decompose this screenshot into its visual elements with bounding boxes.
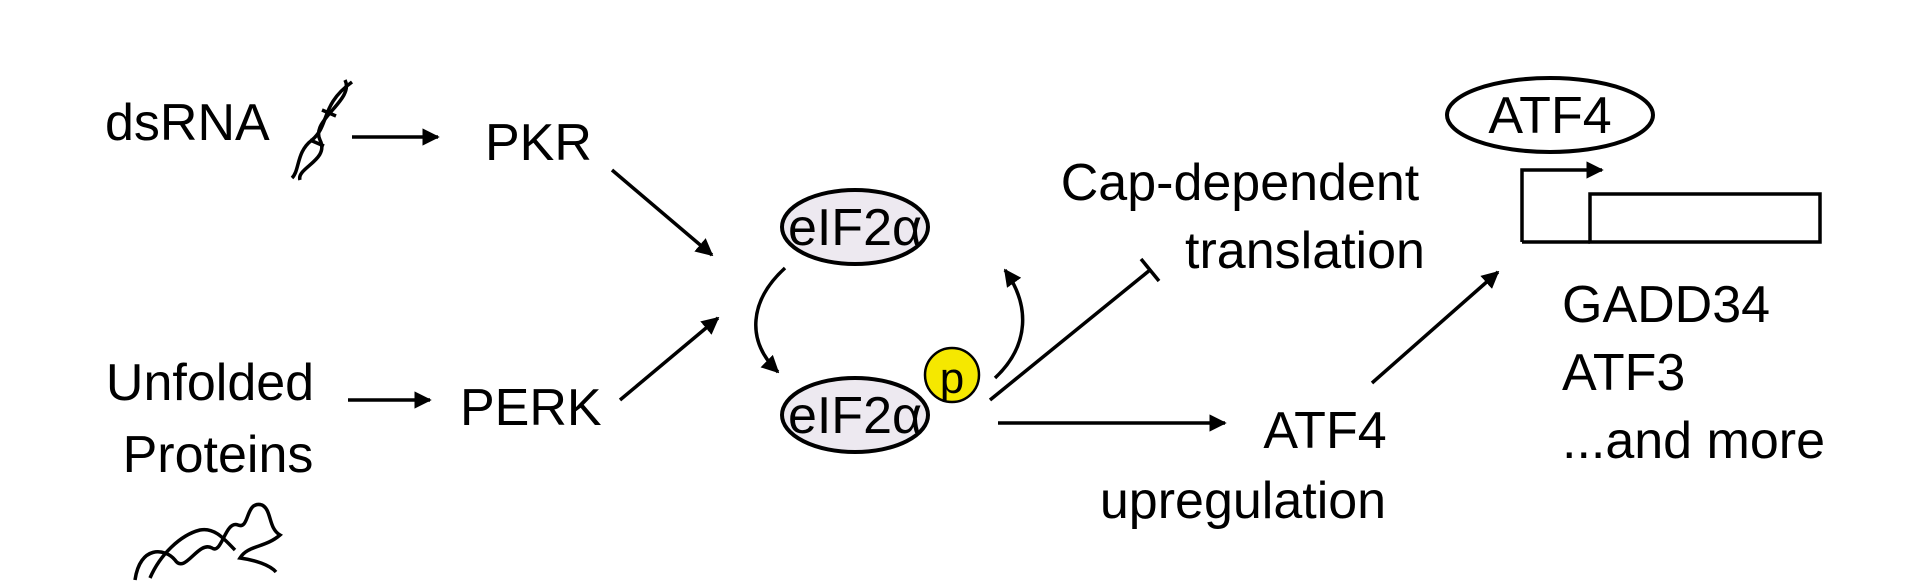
atf4-factor-label: ATF4 [1488, 87, 1611, 145]
eif2a-node: eIF2α [780, 188, 930, 266]
dephosphorylation-arrow [993, 268, 1025, 380]
inhibition-line [988, 257, 1161, 402]
pkr-label: PKR [485, 114, 592, 172]
perk-to-eif2a-arrow [618, 316, 720, 402]
unfolded-label-line1: Unfolded [106, 354, 314, 412]
target-gene-more: ...and more [1562, 412, 1825, 470]
phosphate-badge: p [923, 346, 981, 404]
pkr-to-eif2a-arrow [610, 168, 714, 257]
cap-dependent-label-line2: translation [1185, 222, 1425, 280]
dsrna-helix-icon [290, 79, 354, 181]
gene-promoter-icon [1520, 161, 1822, 244]
cap-dependent-label-line1: Cap-dependent [1061, 154, 1420, 212]
phospho-eif2a-node: eIF2α [780, 376, 930, 454]
atf4-upregulation-line1: ATF4 [1263, 402, 1386, 460]
atf4-factor-node: ATF4 [1445, 76, 1655, 154]
eif2a-label: eIF2α [788, 199, 922, 257]
target-gene-gadd34: GADD34 [1562, 276, 1770, 334]
unfolded-label-line2: Proteins [123, 426, 314, 484]
target-gene-atf3: ATF3 [1562, 344, 1685, 402]
perk-label: PERK [460, 379, 602, 437]
phospho-eif2a-label: eIF2α [788, 387, 922, 445]
dsrna-label: dsRNA [105, 94, 270, 152]
phosphate-label: p [940, 354, 964, 403]
unfolded-protein-icon [133, 502, 283, 581]
atf4-upregulation-line2: upregulation [1100, 472, 1386, 530]
atf4-to-gene-arrow [1370, 270, 1500, 385]
phosphorylation-arrow [754, 266, 787, 374]
